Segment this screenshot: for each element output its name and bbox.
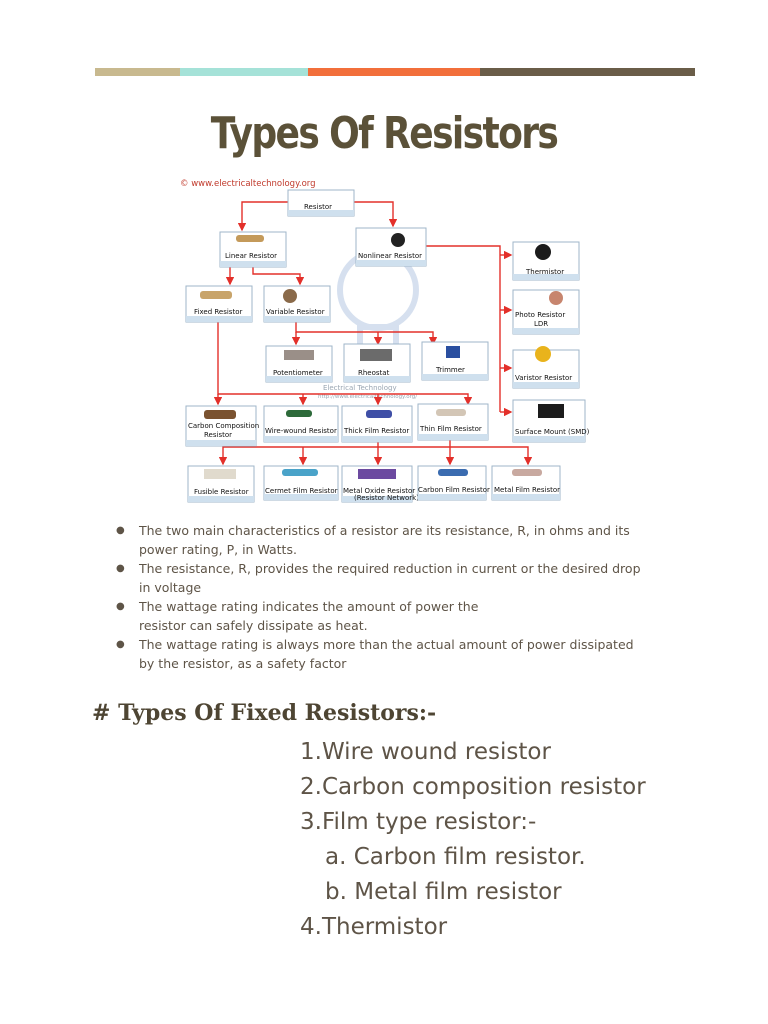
node-trimmer: Trimmer [421, 341, 489, 381]
node-thermistor: Thermistor [512, 241, 580, 281]
list-item: ● The two main characteristics of a resi… [116, 523, 630, 557]
node-linear-resistor: Linear Resistor [219, 231, 287, 268]
node-surface-mount: Surface Mount (SMD) [512, 399, 590, 443]
svg-text:Metal Oxide Resistor: Metal Oxide Resistor [343, 487, 415, 495]
svg-text:Carbon Film Resistor: Carbon Film Resistor [418, 486, 490, 494]
node-resistor: Resistor [287, 189, 355, 217]
node-thick-film: Thick Film Resistor [341, 405, 413, 443]
bar-segment-tan [95, 68, 180, 76]
node-metal-film: Metal Film Resistor [491, 465, 561, 501]
list-item: ● The wattage rating is always more than… [116, 637, 634, 671]
node-carbon-film: Carbon Film Resistor [417, 465, 490, 501]
svg-text:Nonlinear Resistor: Nonlinear Resistor [358, 252, 422, 260]
svg-text:Cermet Film Resistor: Cermet Film Resistor [265, 487, 338, 495]
bar-segment-orange [308, 68, 480, 76]
watermark-center: Electrical Technology [323, 384, 397, 392]
svg-text:Fixed Resistor: Fixed Resistor [194, 308, 242, 316]
node-fixed-resistor: Fixed Resistor [185, 285, 253, 323]
svg-text:Resistor: Resistor [304, 203, 332, 211]
node-photo-resistor: Photo Resistor LDR [512, 289, 580, 335]
watermark-text: © www.electricaltechnology.org [180, 179, 316, 189]
svg-text:Varistor Resistor: Varistor Resistor [515, 374, 572, 382]
bar-segment-teal [180, 68, 308, 76]
node-cermet-film: Cermet Film Resistor [263, 465, 339, 501]
bullet-icon: ● [116, 525, 125, 536]
svg-text:Fusible Resistor: Fusible Resistor [194, 488, 249, 496]
list-item: 1.Wire wound resistor [300, 739, 551, 765]
node-thin-film: Thin Film Resistor [417, 403, 489, 441]
fixed-resistors-list: 1.Wire wound resistor 2.Carbon compositi… [300, 735, 646, 945]
node-rheostat: Rheostat [343, 343, 411, 383]
svg-text:Wire-wound Resistor: Wire-wound Resistor [265, 427, 337, 435]
node-variable-resistor: Variable Resistor [263, 285, 331, 323]
svg-text:Thermistor: Thermistor [525, 268, 564, 276]
list-item: 4.Thermistor [300, 914, 448, 940]
characteristics-list: ● The two main characteristics of a resi… [112, 521, 682, 673]
diagram-arrows [213, 201, 533, 466]
fixed-resistors-heading: # Types Of Fixed Resistors:- [92, 700, 437, 726]
page-title: Types Of Resistors [210, 108, 559, 159]
svg-text:LDR: LDR [534, 320, 548, 328]
bullet-icon: ● [116, 563, 125, 574]
node-carbon-composition: Carbon Composition Resistor [185, 405, 259, 447]
node-varistor-resistor: Varistor Resistor [512, 346, 580, 389]
node-metal-oxide: Metal Oxide Resistor (Resistor Network) [341, 465, 419, 503]
bullet-icon: ● [116, 601, 125, 612]
svg-text:Photo Resistor: Photo Resistor [515, 311, 565, 319]
node-potentiometer: Potentiometer [265, 345, 333, 383]
svg-text:Potentiometer: Potentiometer [273, 369, 323, 377]
resistor-types-diagram: © www.electricaltechnology.org Electrica… [178, 172, 590, 507]
node-nonlinear-resistor: Nonlinear Resistor [355, 227, 427, 267]
top-color-bar [95, 68, 695, 76]
list-item: ● The wattage rating indicates the amoun… [116, 599, 479, 633]
svg-text:Rheostat: Rheostat [358, 369, 390, 377]
watermark-url: http://www.electricaltechnology.org/ [318, 394, 417, 400]
list-item: b. Metal film resistor [325, 879, 562, 905]
node-fusible: Fusible Resistor [187, 465, 255, 503]
resistor-types-diagram-svg: © www.electricaltechnology.org Electrica… [180, 179, 590, 503]
svg-text:Thick Film Resistor: Thick Film Resistor [343, 427, 409, 435]
bar-segment-brown [480, 68, 695, 76]
svg-text:Metal Film Resistor: Metal Film Resistor [494, 486, 560, 494]
list-item: 2.Carbon composition resistor [300, 774, 646, 800]
svg-text:Variable Resistor: Variable Resistor [266, 308, 325, 316]
bullet-icon: ● [116, 639, 125, 650]
svg-text:Thin Film Resistor: Thin Film Resistor [419, 425, 482, 433]
svg-text:Surface Mount (SMD): Surface Mount (SMD) [515, 428, 590, 436]
svg-text:Trimmer: Trimmer [435, 366, 465, 374]
list-item: a. Carbon film resistor. [325, 844, 586, 870]
svg-text:(Resistor Network): (Resistor Network) [354, 494, 419, 502]
list-item: ● The resistance, R, provides the requir… [116, 561, 641, 595]
svg-text:Carbon Composition: Carbon Composition [188, 422, 259, 430]
svg-text:Resistor: Resistor [204, 431, 232, 439]
list-item: 3.Film type resistor:- [300, 809, 537, 835]
svg-text:Linear Resistor: Linear Resistor [225, 252, 277, 260]
node-wire-wound: Wire-wound Resistor [263, 405, 339, 443]
